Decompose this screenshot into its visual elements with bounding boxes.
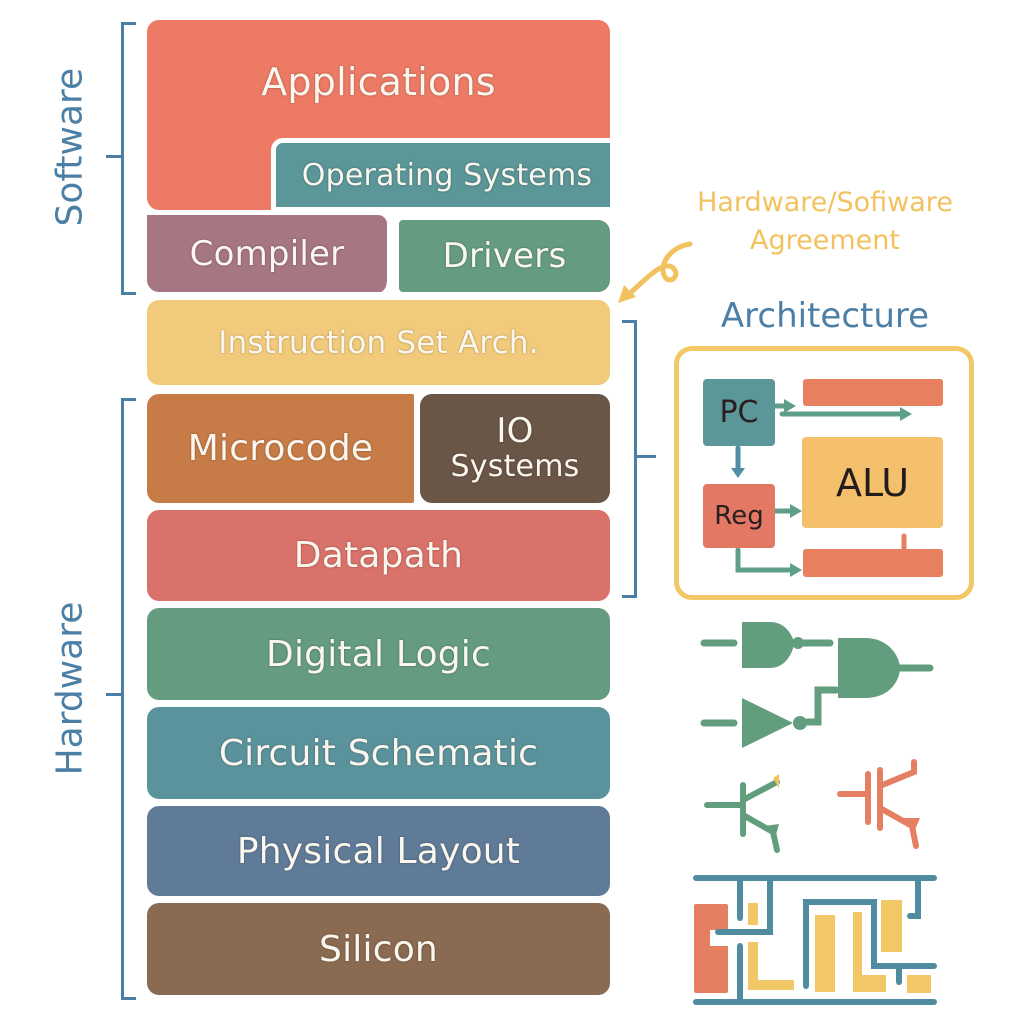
layer-datapath: Datapath — [147, 510, 610, 601]
physical-layout-icon — [693, 875, 937, 1005]
layer-operating-systems: Operating Systems — [271, 138, 610, 212]
operating-systems-label: Operating Systems — [301, 157, 593, 193]
layer-digital-logic: Digital Logic — [147, 608, 610, 700]
top-register-bar — [803, 379, 943, 406]
isa-label: Instruction Set Arch. — [218, 324, 539, 361]
circuit-schematic-label: Circuit Schematic — [218, 732, 539, 774]
physical-layout-label: Physical Layout — [236, 830, 521, 872]
logic-gates-icon — [700, 622, 934, 748]
igbt-transistor-icon — [837, 759, 920, 849]
layer-microcode: Microcode — [147, 394, 414, 503]
layer-physical-layout: Physical Layout — [147, 806, 610, 896]
layer-io-systems: IO Systems — [420, 394, 610, 503]
hardware-bracket — [121, 398, 136, 1000]
reg-label: Reg — [714, 501, 764, 531]
software-bracket — [121, 22, 136, 295]
layer-compiler: Compiler — [147, 210, 392, 292]
layer-drivers: Drivers — [399, 220, 610, 292]
software-group-label: Software — [49, 67, 91, 227]
software-bracket-tick — [106, 155, 122, 158]
curly-arrow-icon — [618, 241, 693, 303]
compiler-label: Compiler — [189, 233, 345, 274]
layer-silicon: Silicon — [147, 903, 610, 995]
pc-label: PC — [719, 395, 759, 430]
hardware-group-label: Hardware — [49, 601, 91, 776]
reg-block: Reg — [703, 484, 775, 548]
layer-isa: Instruction Set Arch. — [147, 300, 610, 385]
alu-label: ALU — [835, 460, 910, 505]
io-label-line2: Systems — [450, 448, 580, 484]
applications-label: Applications — [261, 60, 496, 104]
datapath-label: Datapath — [293, 535, 464, 576]
io-label-line1: IO — [496, 410, 534, 451]
silicon-label: Silicon — [319, 928, 438, 970]
microcode-label: Microcode — [187, 428, 374, 469]
annotation-line2: Agreement — [750, 225, 900, 256]
annotation-line1: Hardware/Sofiware — [697, 187, 953, 218]
hw-sw-agreement-annotation: Hardware/Sofiware Agreement — [660, 184, 990, 260]
bottom-register-bar — [803, 549, 943, 577]
hardware-bracket-tick — [106, 693, 122, 696]
digital-logic-label: Digital Logic — [266, 633, 491, 675]
drivers-label: Drivers — [442, 236, 567, 276]
bjt-transistor-icon — [704, 774, 780, 853]
architecture-connectors — [731, 399, 912, 577]
alu-block: ALU — [802, 437, 943, 528]
architecture-title: Architecture — [720, 296, 930, 336]
layer-circuit-schematic: Circuit Schematic — [147, 707, 610, 799]
architecture-bracket-tick — [636, 455, 656, 458]
architecture-bracket — [622, 320, 637, 598]
pc-block: PC — [703, 379, 775, 446]
